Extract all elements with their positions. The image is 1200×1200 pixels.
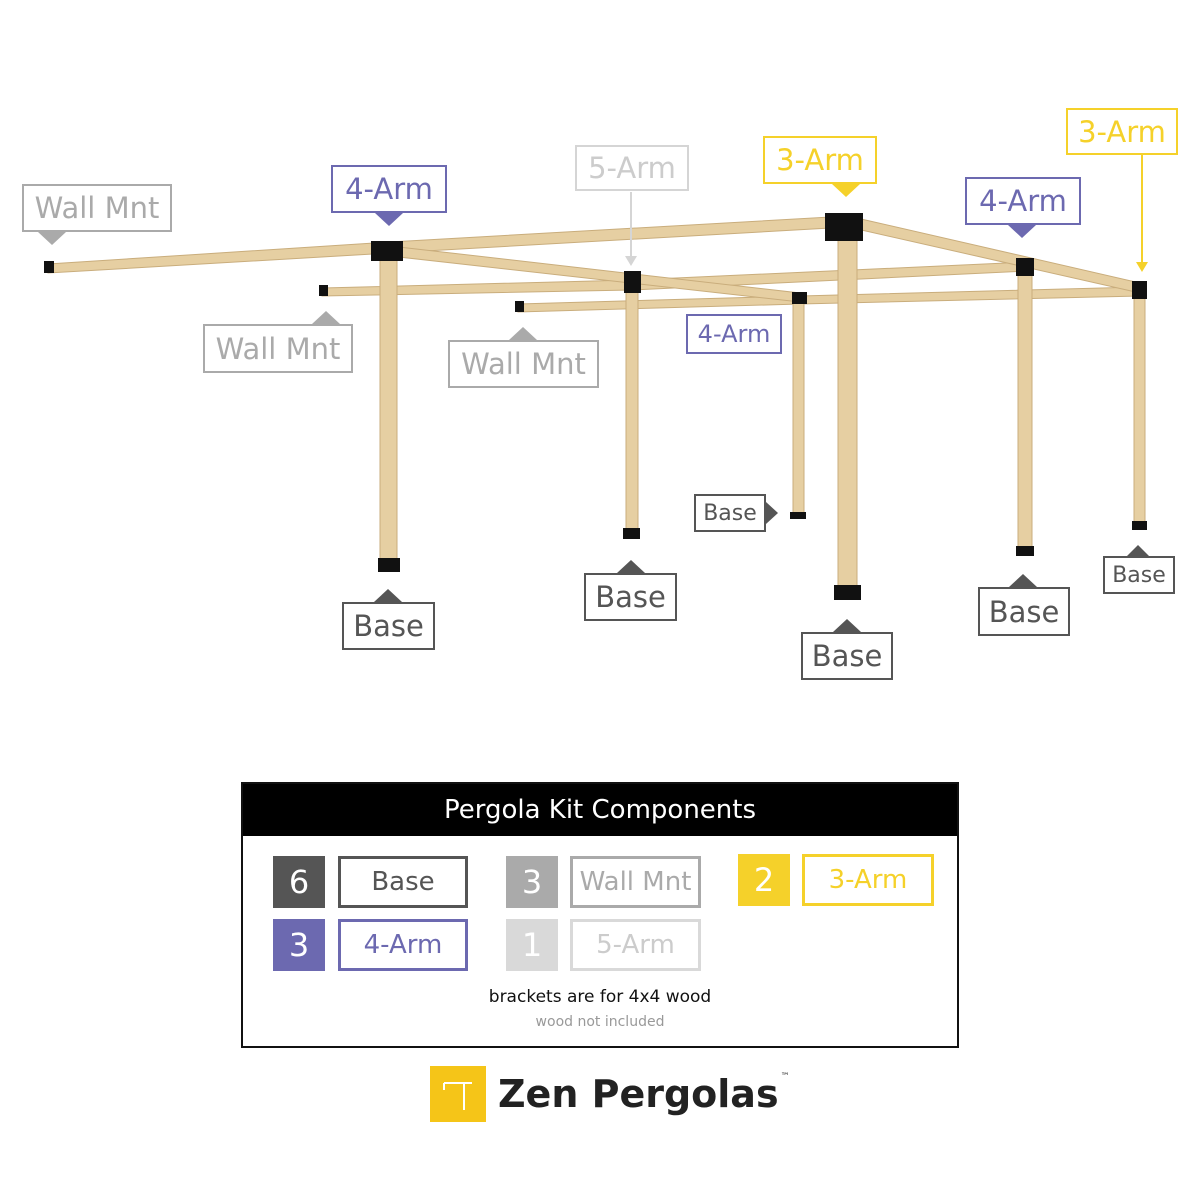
legend-subnote: wood not included bbox=[535, 1014, 665, 1030]
three-arm-pointer-head bbox=[1136, 262, 1148, 272]
four-arm-label-1: 4-Arm bbox=[331, 165, 447, 213]
three-arm-label-2: 3-Arm bbox=[1066, 108, 1178, 155]
base-label-5: Base bbox=[978, 587, 1070, 636]
legend-count-five-arm: 1 bbox=[506, 919, 558, 971]
base-label-small-pointer bbox=[766, 502, 778, 524]
base-label-small: Base bbox=[694, 494, 766, 532]
pergola-diagram: Wall Mnt 4-Arm 5-Arm 3-Arm 3-Arm 4-Arm W… bbox=[22, 108, 1178, 680]
legend-note: brackets are for 4x4 wood bbox=[488, 987, 712, 1007]
base-label-4-pointer bbox=[833, 619, 861, 632]
base-label-1: Base bbox=[342, 602, 435, 650]
legend-name-four-arm: 4-Arm bbox=[338, 919, 468, 971]
wood-frame bbox=[47, 215, 1146, 588]
base-label-1-pointer bbox=[374, 589, 402, 602]
wall-mount-bracket-1 bbox=[44, 261, 54, 273]
trademark-symbol: ™ bbox=[780, 1072, 790, 1082]
beam-side bbox=[847, 215, 1141, 294]
legend-count-three-arm: 2 bbox=[738, 854, 790, 906]
base-label-2: Base bbox=[584, 573, 677, 621]
base-label-5-pointer bbox=[1009, 574, 1037, 587]
four-arm-bracket-1 bbox=[371, 241, 403, 261]
wall-mnt-label-3-pointer bbox=[509, 327, 537, 340]
base-bracket-1 bbox=[378, 558, 400, 572]
wall-mnt-label-1: Wall Mnt bbox=[22, 184, 172, 232]
legend-name-five-arm: 5-Arm bbox=[570, 919, 701, 971]
callout-pointers bbox=[625, 155, 1148, 272]
five-arm-label: 5-Arm bbox=[575, 145, 689, 191]
wall-mount-bracket-2 bbox=[319, 285, 328, 296]
four-arm-bracket-2 bbox=[1016, 258, 1034, 276]
three-arm-label-1: 3-Arm bbox=[763, 136, 877, 184]
legend-count-base: 6 bbox=[273, 856, 325, 908]
base-label-2-pointer bbox=[617, 560, 645, 573]
wall-mnt-label-3: Wall Mnt bbox=[448, 340, 599, 388]
post-left-front bbox=[379, 254, 398, 560]
legend-title: Pergola Kit Components bbox=[243, 784, 957, 836]
zen-pergolas-logo-icon bbox=[430, 1066, 486, 1122]
three-arm-bracket-2 bbox=[1132, 281, 1147, 299]
legend-count-four-arm: 3 bbox=[273, 919, 325, 971]
base-label-4: Base bbox=[801, 632, 893, 680]
four-arm-label-3: 4-Arm bbox=[686, 314, 782, 354]
post-front-corner bbox=[837, 236, 858, 588]
wall-mount-bracket-3 bbox=[515, 301, 524, 312]
wall-mnt-label-2: Wall Mnt bbox=[203, 324, 353, 373]
wall-mnt-label-2-pointer bbox=[312, 311, 340, 324]
legend-name-three-arm: 3-Arm bbox=[802, 854, 934, 906]
three-arm-bracket-1 bbox=[825, 213, 863, 241]
base-bracket-3 bbox=[790, 512, 806, 519]
post-rear-mid bbox=[625, 289, 639, 531]
brand-name: Zen Pergolas bbox=[498, 1072, 779, 1116]
legend-name-base: Base bbox=[338, 856, 468, 908]
three-arm-label-1-pointer bbox=[832, 184, 860, 197]
post-right-mid bbox=[1017, 269, 1033, 549]
kit-components-legend: Pergola Kit Components 6 Base 3 4-Arm 3 … bbox=[241, 782, 959, 1048]
wall-mnt-label-1-pointer bbox=[38, 232, 66, 245]
base-bracket-2 bbox=[623, 528, 640, 539]
base-bracket-6 bbox=[1132, 521, 1147, 530]
five-arm-pointer-head bbox=[625, 256, 637, 266]
four-arm-label-2: 4-Arm bbox=[965, 177, 1081, 225]
pergola-drawing bbox=[44, 155, 1148, 600]
base-bracket-4 bbox=[834, 585, 861, 600]
brackets bbox=[44, 213, 1147, 600]
brand-logo: Zen Pergolas ™ bbox=[430, 1066, 790, 1122]
post-rear-center bbox=[792, 301, 805, 515]
legend-count-wall-mnt: 3 bbox=[506, 856, 558, 908]
four-arm-bracket-3 bbox=[792, 292, 807, 304]
four-arm-label-1-pointer bbox=[375, 213, 403, 226]
base-label-6: Base bbox=[1103, 556, 1175, 594]
four-arm-label-2-pointer bbox=[1008, 225, 1036, 238]
base-bracket-5 bbox=[1016, 546, 1034, 556]
five-arm-bracket bbox=[624, 271, 641, 293]
post-right-far bbox=[1133, 293, 1146, 523]
base-label-6-pointer bbox=[1127, 545, 1149, 556]
legend-name-wall-mnt: Wall Mnt bbox=[570, 856, 701, 908]
